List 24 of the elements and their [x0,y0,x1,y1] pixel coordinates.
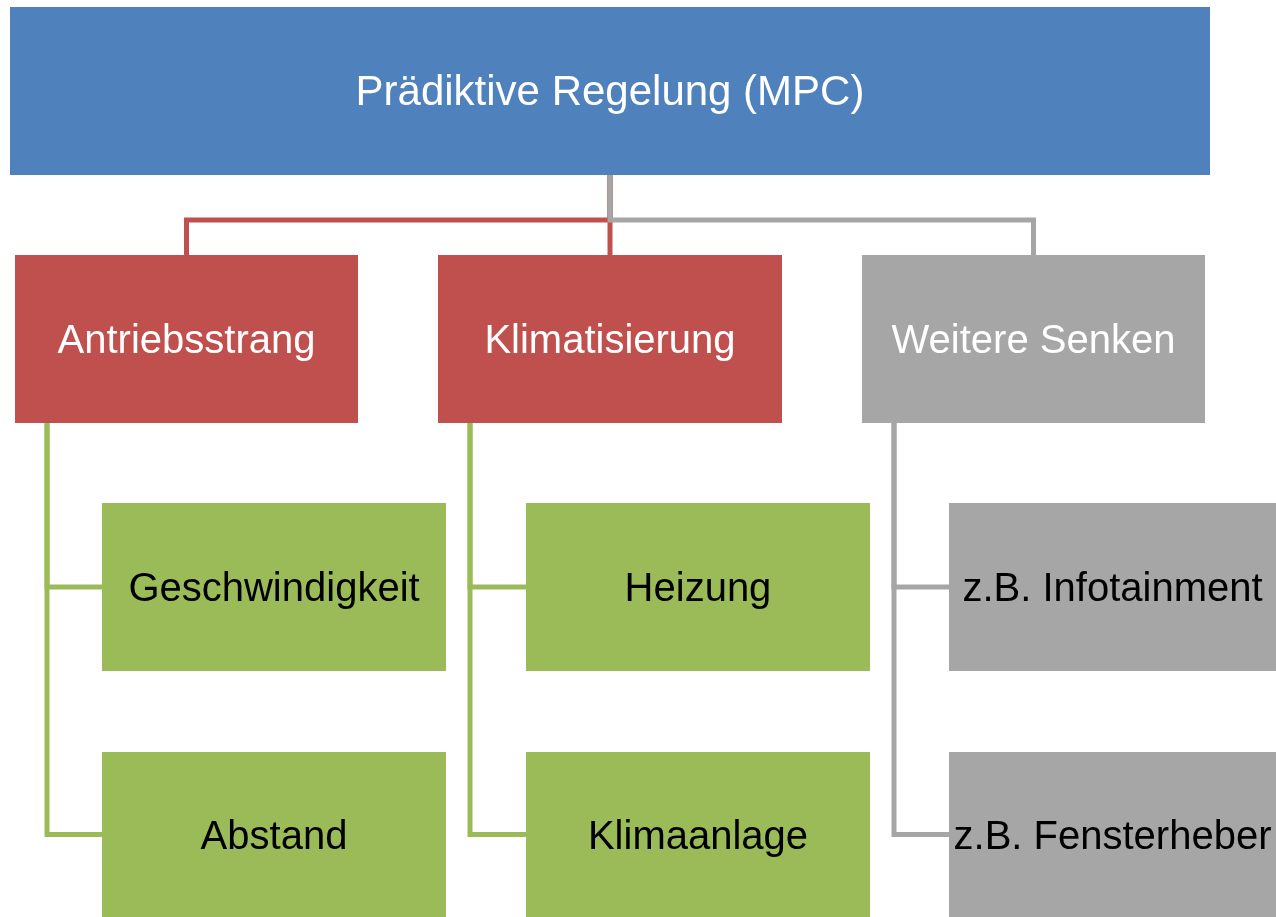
node-label: Antriebsstrang [56,316,317,363]
item-box [526,503,870,671]
node-label: Prädiktive Regelung (MPC) [354,65,866,116]
connector-line [891,423,949,837]
item-box [949,752,1276,917]
node-label: Geschwindigkeit [127,564,421,611]
item-box [102,752,446,917]
connector-line [467,423,526,837]
root-box [10,7,1210,175]
connector-line [44,423,102,837]
node-label: Abstand [199,811,349,859]
node-label: Klimatisierung [483,316,737,363]
node-label: Klimaanlage [586,811,810,859]
node-label: z.B. Infotainment [961,564,1264,611]
category-box [15,255,358,423]
item-box [102,503,446,671]
node-label: z.B. Fensterheber [952,811,1273,859]
connector-line [607,175,1036,255]
category-box [862,255,1205,423]
item-box [949,503,1276,671]
category-box [438,255,782,423]
node-label: Weitere Senken [890,316,1177,363]
node-label: Heizung [623,564,773,611]
item-box [526,752,870,917]
